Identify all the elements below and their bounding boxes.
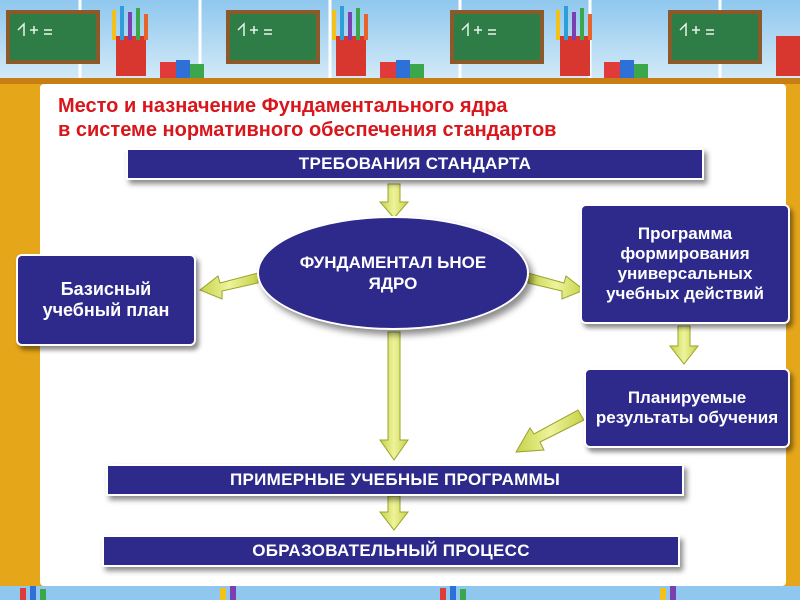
arrow-core-to-uud-program <box>527 272 585 300</box>
arrow-core-to-basic-plan <box>199 272 259 300</box>
sample-programs-box: ПРИМЕРНЫЕ УЧЕБНЫЕ ПРОГРАММЫ <box>106 464 684 496</box>
arrow-requirements-to-core <box>378 183 410 219</box>
educational-process-box: ОБРАЗОВАТЕЛЬНЫЙ ПРОЦЕСС <box>102 535 680 567</box>
arrow-planned-results-to-sample-programs <box>515 409 585 453</box>
slide-title-line-1: Место и назначение Фундаментального ядра <box>58 95 508 117</box>
pencil-cups <box>112 6 800 76</box>
arrow-core-to-sample-programs <box>379 331 409 461</box>
decorative-banner-bottom <box>0 586 800 600</box>
books-row <box>160 60 648 80</box>
basic-plan-box: Базисный учебный план <box>16 254 196 346</box>
arrow-uud-to-planned-results <box>668 325 700 365</box>
planned-results-box: Планируемые результаты обучения <box>584 368 790 448</box>
fundamental-core-ellipse: ФУНДАМЕНТАЛ ЬНОЕ ЯДРО <box>257 216 529 330</box>
arrow-sample-to-process <box>378 495 410 531</box>
slide-title-line-2: в системе нормативного обеспечения станд… <box>58 119 557 141</box>
uud-program-box: Программа формирования универсальных уче… <box>580 204 790 324</box>
decorative-banner-top <box>0 0 800 84</box>
chalkboards <box>6 10 762 64</box>
chalk-scribbles <box>17 22 714 36</box>
requirements-box: ТРЕБОВАНИЯ СТАНДАРТА <box>126 148 704 180</box>
